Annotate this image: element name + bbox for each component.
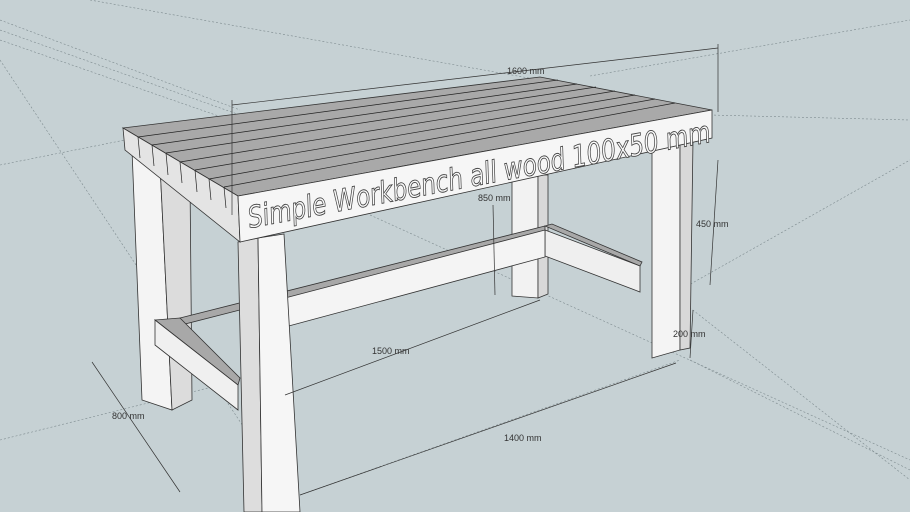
long-stretcher xyxy=(179,225,546,328)
left-side-rail xyxy=(153,317,241,411)
dim-800: 800 mm xyxy=(112,411,145,421)
front-right-leg xyxy=(651,139,694,359)
dim-450: 450 mm xyxy=(696,219,729,229)
dimension-lines xyxy=(91,44,719,496)
front-left-leg xyxy=(237,233,301,512)
dim-1600: 1600 mm xyxy=(507,66,545,76)
right-side-rail xyxy=(543,223,643,293)
dim-1500: 1500 mm xyxy=(372,346,410,356)
dim-1400: 1400 mm xyxy=(504,433,542,443)
dim-850: 850 mm xyxy=(478,193,511,203)
dim-200: 200 mm xyxy=(673,329,706,339)
tabletop xyxy=(121,76,713,243)
